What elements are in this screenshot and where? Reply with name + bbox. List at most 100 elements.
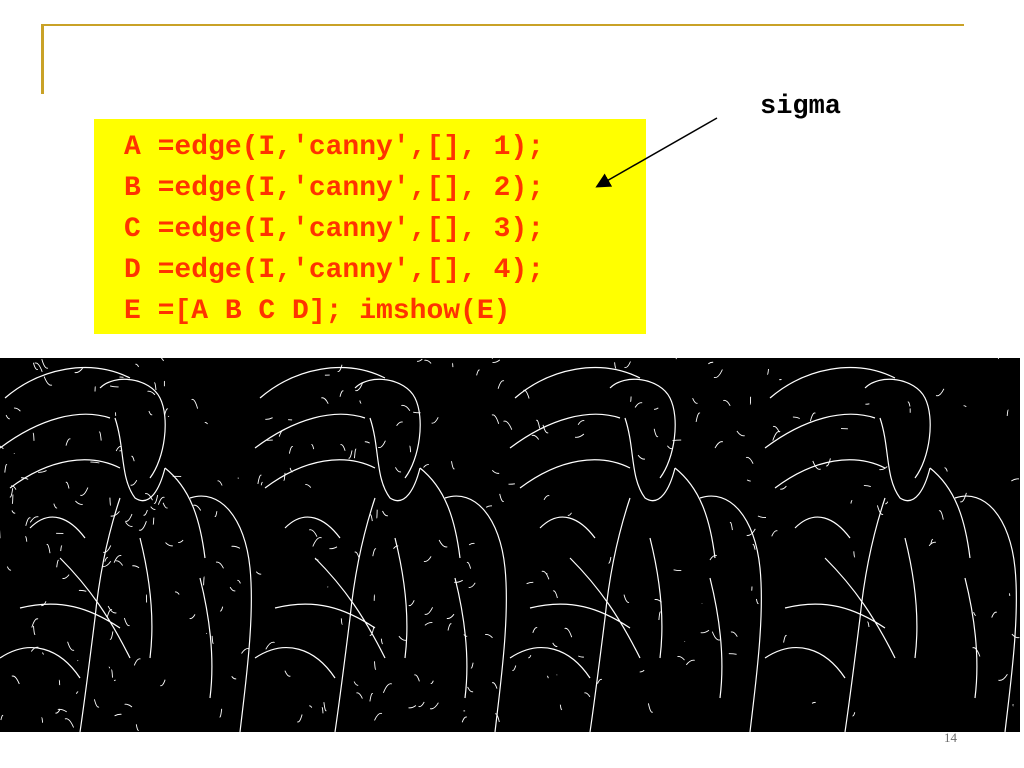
edge-fragment: [354, 448, 357, 459]
edge-fragment: [709, 554, 718, 561]
edge-stroke: [699, 495, 762, 732]
edge-fragment: [757, 515, 767, 518]
edge-fragment: [639, 669, 645, 673]
edge-fragment: [523, 389, 530, 399]
edge-fragment: [329, 546, 338, 550]
code-line-b: B =edge(I,'canny',[], 2);: [124, 173, 545, 204]
edge-fragment: [191, 398, 199, 409]
edge-fragment: [998, 673, 1008, 681]
edge-fragment: [658, 611, 661, 621]
edge-fragment: [783, 634, 787, 643]
edge-fragment: [103, 545, 112, 553]
edge-stroke: [334, 497, 376, 732]
edge-fragment: [217, 480, 223, 486]
edge-fragment: [265, 641, 275, 650]
edge-fragment: [792, 416, 800, 419]
edge-fragment: [528, 655, 532, 659]
edge-fragment: [152, 517, 155, 525]
edge-fragment: [144, 493, 153, 501]
edge-fragment: [398, 635, 407, 641]
edge-fragment: [497, 380, 505, 389]
edge-fragment: [288, 446, 294, 454]
edge-fragment: [382, 510, 389, 517]
edge-fragment: [413, 411, 421, 414]
edge-fragment: [376, 509, 378, 519]
edge-fragment: [135, 363, 139, 368]
edge-fragment: [746, 528, 756, 536]
edge-fragment: [695, 412, 701, 422]
edge-fragment: [766, 368, 769, 375]
edge-stroke: [254, 413, 366, 449]
edge-fragment: [614, 362, 617, 369]
edge-fragment: [138, 521, 147, 531]
edge-fragment: [451, 461, 455, 470]
edge-fragment: [997, 358, 999, 359]
edge-fragment: [104, 557, 109, 562]
edge-fragment: [535, 419, 541, 429]
edge-fragment: [38, 470, 47, 473]
matlab-code-box: A =edge(I,'canny',[], 1); B =edge(I,'can…: [94, 119, 646, 334]
edge-stroke: [864, 378, 931, 479]
edge-fragment: [62, 574, 70, 579]
edge-fragment: [991, 611, 997, 618]
edge-fragment: [109, 385, 119, 388]
edge-fragment: [74, 367, 83, 374]
edge-fragment: [10, 485, 17, 490]
edge-fragment: [219, 708, 223, 718]
edge-fragment: [499, 493, 504, 502]
edge-fragment: [531, 434, 540, 440]
edge-fragment: [231, 545, 241, 549]
edge-stroke: [929, 467, 971, 559]
edge-fragment: [772, 430, 781, 441]
edge-fragment: [374, 712, 383, 721]
edge-stroke: [369, 417, 421, 502]
edge-fragment: [963, 405, 967, 408]
edge-fragment: [430, 680, 434, 685]
edge-fragment: [11, 494, 14, 505]
edge-fragment: [755, 598, 759, 605]
edge-fragment: [311, 444, 315, 450]
edge-fragment: [41, 601, 47, 607]
edge-stroke: [509, 413, 621, 449]
edge-fragment: [33, 625, 36, 635]
edge-fragment: [340, 444, 346, 451]
edge-fragment: [309, 529, 318, 537]
edge-fragment: [567, 512, 572, 516]
edge-fragment: [396, 421, 403, 427]
edge-fragment: [825, 458, 831, 467]
edge-fragment: [211, 635, 214, 644]
edge-fragment: [380, 638, 384, 645]
edge-fragment: [24, 536, 28, 542]
edge-fragment: [476, 369, 480, 376]
edge-fragment: [780, 485, 787, 490]
edge-fragment: [219, 606, 224, 612]
edge-fragment: [416, 358, 423, 362]
edge-fragment: [189, 614, 196, 620]
edge-fragment: [1006, 409, 1009, 416]
edge-panel-1: [0, 358, 252, 732]
edge-fragment: [409, 445, 412, 453]
edge-fragment: [150, 506, 156, 510]
edge-stroke: [624, 417, 676, 502]
edge-fragment: [4, 464, 8, 473]
edge-fragment: [309, 705, 313, 708]
edge-stroke: [139, 537, 153, 659]
canny-edge-image-strip: [0, 358, 1020, 732]
edge-fragment: [174, 591, 180, 595]
edge-fragment: [312, 537, 322, 547]
edge-stroke: [774, 459, 886, 489]
edge-fragment: [143, 509, 148, 516]
edge-fragment: [654, 599, 662, 603]
edge-fragment: [297, 714, 303, 723]
edge-fragment: [930, 538, 934, 545]
edge-fragment: [284, 670, 291, 677]
edge-fragment: [359, 400, 362, 404]
edge-fragment: [424, 622, 433, 626]
edge-fragment: [204, 422, 208, 425]
edge-fragment: [944, 467, 948, 472]
edge-fragment: [746, 479, 751, 482]
edge-fragment: [229, 586, 236, 592]
edge-stroke: [519, 459, 631, 489]
edge-fragment: [447, 623, 452, 631]
edge-fragment: [114, 713, 122, 717]
